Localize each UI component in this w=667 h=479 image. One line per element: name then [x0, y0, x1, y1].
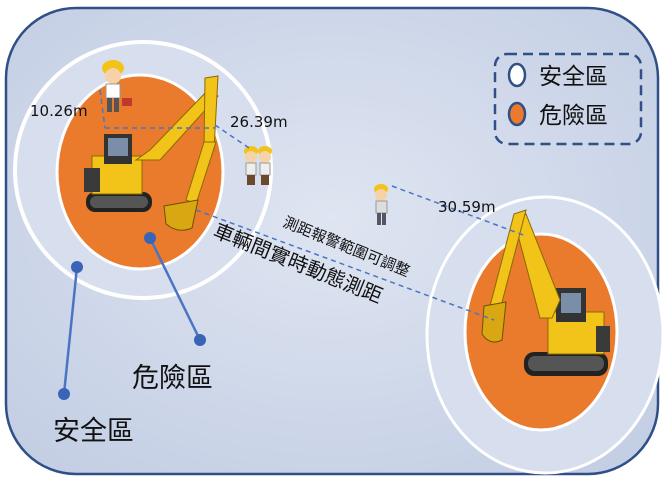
callout-safe-dot-end: [58, 388, 70, 400]
left-excavator: [84, 75, 219, 231]
callout-safe-label: 安全區: [53, 416, 134, 447]
distance-label-right: 30.59m: [438, 198, 496, 216]
callout-safe: [58, 261, 83, 400]
callout-safe-dot-start: [71, 261, 83, 273]
worker-pair-middle: [244, 146, 272, 185]
callout-danger-label: 危險區: [132, 363, 213, 394]
dist-line-middle: [214, 124, 253, 151]
dist-line-left-vertical: [99, 89, 106, 129]
worker-right: [374, 184, 388, 225]
distance-lines: [99, 89, 527, 321]
dist-line-right: [391, 185, 527, 237]
callout-danger-dot-start: [144, 232, 156, 244]
distance-label-left: 10.26m: [30, 102, 88, 120]
left-excavator-zone: [13, 40, 273, 300]
distance-label-middle: 26.39m: [230, 113, 288, 131]
legend: 安全區 危險區: [493, 52, 643, 146]
legend-safe-swatch: [507, 62, 527, 88]
legend-safe-label: 安全區: [539, 64, 608, 90]
legend-danger-swatch: [507, 101, 527, 127]
worker-left: [102, 60, 132, 112]
callout-danger-dot-end: [194, 334, 206, 346]
legend-danger-label: 危險區: [539, 103, 608, 129]
right-excavator: [481, 209, 610, 376]
vehicle-distance-line: [195, 209, 495, 321]
right-excavator-zone: [425, 195, 665, 475]
callout-danger: [144, 232, 206, 346]
